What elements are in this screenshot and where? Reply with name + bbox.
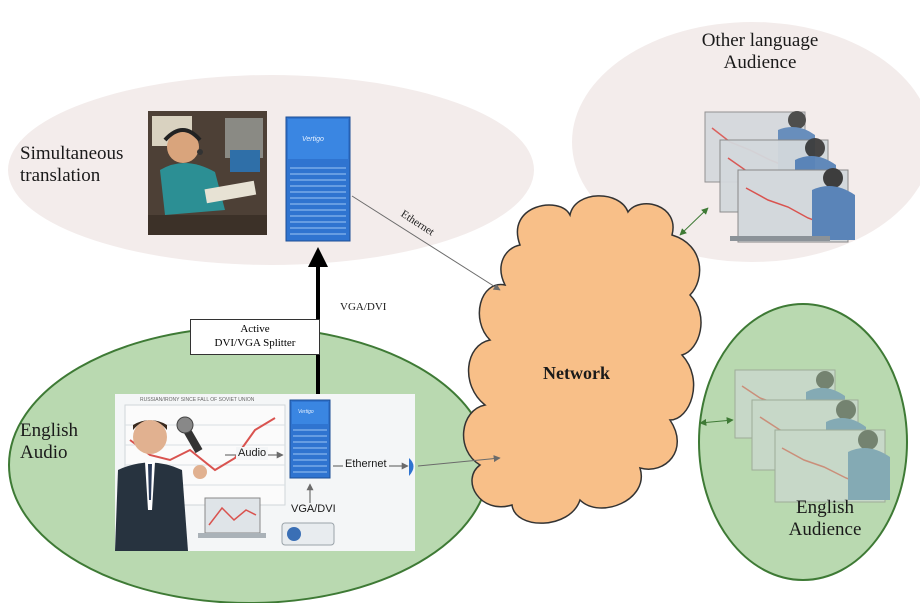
audio-label: Audio <box>236 447 269 460</box>
english-audio-line2: Audio <box>20 441 68 463</box>
ethernet-inner-label: Ethernet <box>343 458 389 471</box>
vga-dvi-inner-label: VGA/DVI <box>289 503 338 516</box>
vga-dvi-top-label: VGA/DVI <box>340 301 387 313</box>
network-cloud <box>463 195 702 524</box>
english-audience-line2: Audience <box>788 518 862 540</box>
simultaneous-line2: translation <box>20 164 101 186</box>
english-audience-group <box>734 369 890 503</box>
device-brand-inner: Vertigo <box>298 409 314 415</box>
other-language-audience <box>704 111 855 243</box>
translation-zone <box>8 75 534 265</box>
device-brand-top: Vertigo <box>302 136 324 143</box>
network-label: Network <box>543 363 610 383</box>
ethernet-arrow-lecture <box>417 455 501 467</box>
splitter-line1: Active <box>240 323 270 335</box>
ethernet-arrow-top <box>351 195 501 291</box>
other-language-line2: Audience <box>723 51 797 73</box>
translator-photo <box>148 111 267 235</box>
simultaneous-line1: Simultaneous <box>20 143 124 164</box>
slide-title: RUSSIAN/IRONY SINCE FALL OF SOVIET UNION <box>140 397 255 403</box>
splitter-line2: DVI/VGA Splitter <box>214 337 296 350</box>
english-audio-label: English Audio <box>20 420 78 464</box>
other-language-line1: Other language <box>701 30 819 51</box>
simultaneous-label: Simultaneous translation <box>20 143 123 187</box>
english-audience-label: English Audience <box>770 497 880 541</box>
english-audio-line1: English <box>20 420 79 441</box>
link-other-language <box>679 207 709 236</box>
encoder-device-top <box>285 116 351 242</box>
other-language-label: Other language Audience <box>680 30 840 74</box>
english-audience-line1: English <box>795 497 855 518</box>
link-english-audience <box>699 417 734 426</box>
lecture-panel <box>115 394 415 551</box>
splitter-box: Active DVI/VGA Splitter <box>190 319 320 355</box>
